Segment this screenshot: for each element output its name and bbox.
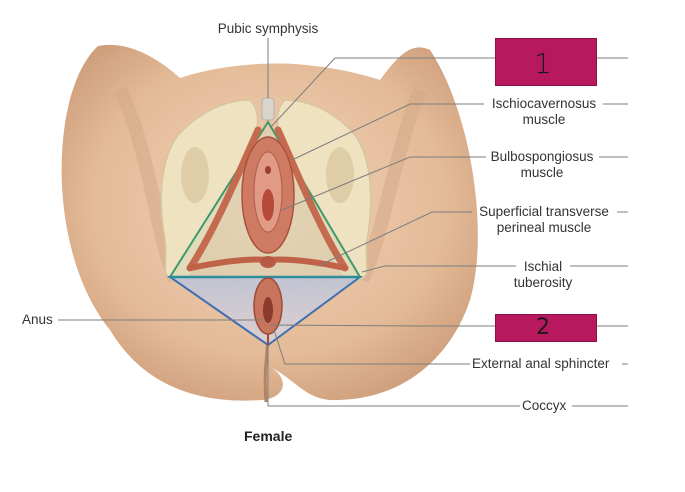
obturator-foramen-right (326, 147, 354, 203)
label-ischial-tuberosity-line1: Ischial (523, 259, 563, 274)
leader-bulbospongiosus (281, 156, 486, 211)
pubic-symphysis-shape (261, 97, 275, 121)
leader-box-2 (269, 324, 498, 327)
ischiocavernosus-left-shape (186, 126, 262, 272)
leader-box-1 (269, 57, 498, 129)
anus-shape (263, 297, 273, 323)
urethral-opening (265, 166, 271, 174)
thigh-shadow-right (355, 87, 427, 283)
leader-ischiocavernosus (291, 103, 484, 161)
answer-box-2[interactable]: 2 (495, 314, 597, 342)
label-pubic-symphysis: Pubic symphysis (217, 21, 319, 36)
label-external-anal-sphincter: External anal sphincter (472, 356, 610, 371)
label-bulbospongiosus-line1: Bulbospongiosus (490, 149, 594, 164)
obturator-foramen-left (181, 147, 209, 203)
ischiocavernosus-right-shape (274, 126, 349, 272)
answer-box-1-text: 1 (534, 47, 552, 80)
label-ischial-tuberosity: Ischial tuberosity (510, 259, 576, 291)
answer-box-2-text: 2 (536, 315, 550, 340)
label-ischial-tuberosity-line2: tuberosity (513, 275, 573, 290)
leader-external-anal-sphincter (273, 329, 470, 365)
label-bulbospongiosus-line2: muscle (520, 165, 564, 180)
vaginal-orifice (262, 189, 274, 221)
label-bulbospongiosus: Bulbospongiosus muscle (484, 149, 600, 181)
perineal-body (260, 256, 276, 268)
leader-superficial-transverse (317, 211, 472, 267)
leader-ischial-tuberosity (361, 265, 516, 273)
answer-box-1[interactable]: 1 (495, 38, 597, 86)
label-ischiocavernosus-line2: muscle (522, 112, 566, 127)
label-coccyx: Coccyx (522, 398, 567, 413)
caption-female: Female (244, 428, 293, 444)
label-ischiocavernosus: Ischiocavernosus muscle (484, 96, 604, 128)
leader-lines (58, 38, 628, 407)
label-superficial-transverse-line1: Superficial transverse (479, 204, 609, 219)
label-superficial-transverse: Superficial transverse perineal muscle (470, 204, 618, 236)
label-ischiocavernosus-line1: Ischiocavernosus (491, 96, 597, 111)
label-anus: Anus (22, 312, 53, 327)
leader-coccyx (267, 345, 520, 407)
label-superficial-transverse-line2: perineal muscle (496, 220, 592, 235)
